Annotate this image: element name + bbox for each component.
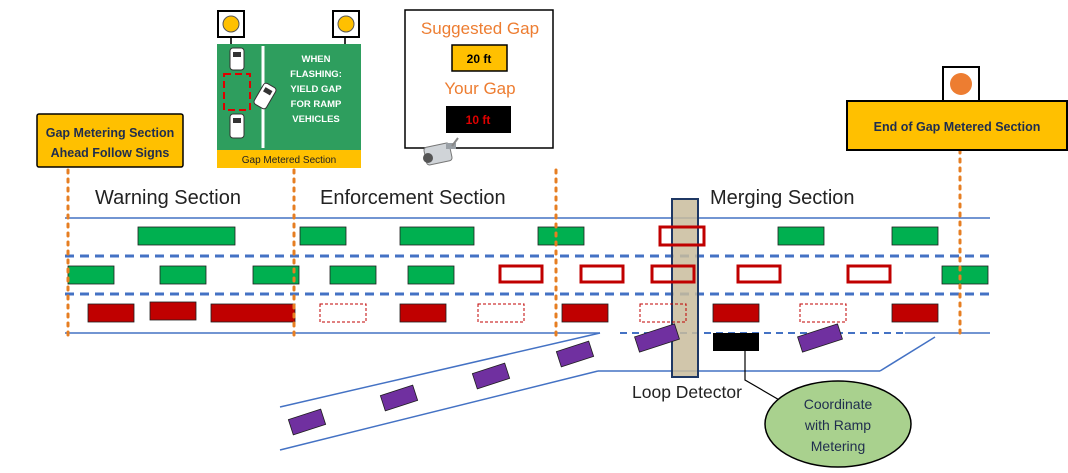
vehicle-red [891,303,939,323]
ramp-vehicle [379,384,419,412]
your-gap-box [446,106,511,133]
gap-outline-dashed [319,303,367,323]
yield-gap-sign: Gap Metered Section WHEN FLASHING: YIELD… [217,10,361,168]
vehicle-green [329,265,377,285]
gap-display-sign: Suggested Gap 20 ft Your Gap 10 ft [404,9,554,149]
end-section-sign: End of Gap Metered Section [846,66,1068,151]
signal-light-bulb [337,15,355,33]
lane-2-vehicles [67,264,989,285]
coordinate-label-line: with Ramp [804,417,871,433]
sign-text-line: FLASHING: [290,69,342,80]
your-gap-value: 10 ft [466,113,491,127]
loop-detector-strip [671,198,699,378]
ramp-vehicles [287,323,843,436]
suggested-gap-value: 20 ft [467,52,492,66]
vehicle-green [399,226,475,246]
gap-outline-red [498,264,544,284]
sign-line-2: Ahead Follow Signs [51,146,170,160]
car-icon [253,82,277,110]
vehicle-green [67,265,115,285]
end-sign-text: End of Gap Metered Section [874,120,1041,134]
sign-line-1: Gap Metering Section [46,126,175,140]
ramp-vehicle [555,340,595,368]
vehicle-green [777,226,825,246]
car-icon [229,113,245,139]
ramp-vehicle [471,362,511,390]
section-label-enforcement: Enforcement Section [320,187,506,209]
gap-display-board [404,9,554,149]
vehicle-red [87,303,135,323]
vehicle-green [891,226,939,246]
lane-lines [65,217,990,451]
lane-1-vehicles [137,225,939,247]
section-dividers [66,148,962,338]
vehicle-green [941,265,989,285]
vehicle-black [713,333,759,351]
sign-footer-text: Gap Metered Section [242,155,337,166]
vehicle-green [252,265,300,285]
vehicle-red [399,303,447,323]
end-sign-background [846,100,1068,151]
gap-outline-red [579,264,625,284]
ramp-bottom-edge-taper [879,336,936,372]
suggested-gap-label: Suggested Gap [421,19,539,38]
vehicle-green [137,226,236,246]
ramp-vehicle [287,408,327,436]
vehicle-green [159,265,207,285]
sign-text-line: VEHICLES [292,114,340,125]
vehicle-green [537,226,585,246]
coordinate-label-line: Metering [811,438,865,454]
vehicle-red [561,303,609,323]
gap-outline-red [846,264,892,284]
camera-icon [423,137,459,166]
sign-background [36,113,184,168]
vehicle-red [712,303,760,323]
sign-footer-bar [217,150,361,168]
yield-gap-box [223,73,251,111]
sign-text-line: FOR RAMP [291,99,342,110]
your-gap-label: Your Gap [444,79,515,98]
loop-detector-label: Loop Detector [632,382,742,402]
coordinate-label-line: Coordinate [804,396,873,412]
ramp-vehicle [634,323,680,353]
section-label-warning: Warning Section [95,187,241,209]
gap-metering-ahead-sign: Gap Metering Section Ahead Follow Signs [36,113,184,168]
vehicle-green [407,265,455,285]
gap-outline-dashed [639,303,687,323]
gap-outline-dashed [799,303,847,323]
sign-text-line: YIELD GAP [290,84,342,95]
ramp-top-edge [279,332,601,408]
gap-outline-dashed [477,303,525,323]
section-label-merging: Merging Section [710,187,855,209]
suggested-gap-box [451,44,508,72]
gap-outline-red [658,225,706,247]
sign-text-line: WHEN [301,54,330,65]
signal-light-bulb [222,15,240,33]
signal-light-bulb [950,73,972,95]
ramp-vehicle [797,323,843,353]
coordinate-ellipse [764,380,912,468]
gap-outline-red [736,264,782,284]
vehicle-green [299,226,347,246]
vehicle-red [149,301,197,321]
vehicle-red [210,303,296,323]
signal-light-icon [332,10,360,38]
car-icon [229,47,245,71]
ramp-bottom-edge [279,370,599,451]
gap-outline-red [650,264,696,284]
lane-3-vehicles [87,301,939,351]
